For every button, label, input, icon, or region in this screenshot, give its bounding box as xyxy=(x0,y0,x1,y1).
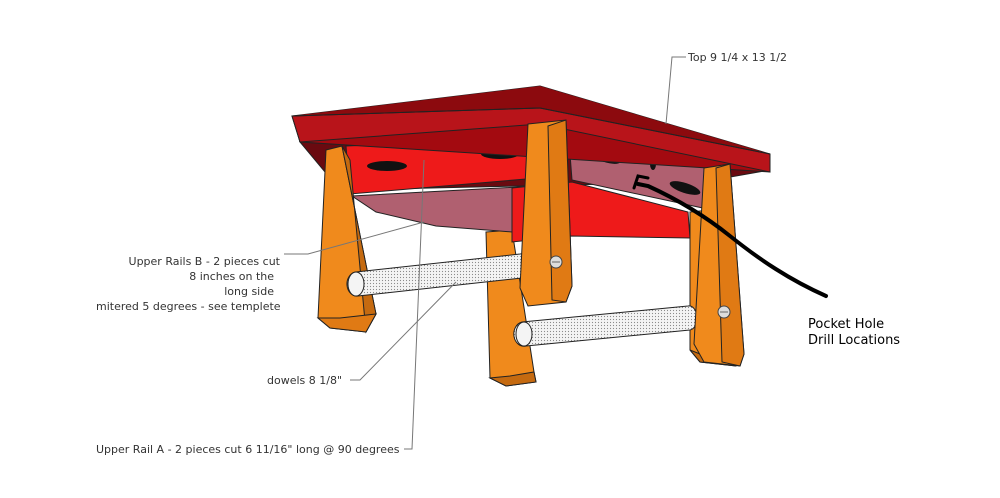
label-rail-a: Upper Rail A - 2 pieces cut 6 11/16" lon… xyxy=(96,443,400,456)
front-middle-leg xyxy=(519,119,573,307)
rail-underside xyxy=(350,185,537,233)
leader-lines xyxy=(284,56,686,450)
label-rails-b-line-3: long side xyxy=(224,285,274,298)
label-dowels: dowels 8 1/8" xyxy=(267,374,343,387)
label-rails-b-line-4: mitered 5 degrees - see templete xyxy=(96,300,281,313)
pocket-hole-4 xyxy=(669,181,701,195)
pocket-hole-arrowhead xyxy=(632,174,650,190)
dowel-lower xyxy=(513,305,698,347)
label-rails-b-line-2: 8 inches on the xyxy=(189,270,274,283)
label-pocket-holes: Pocket Hole Drill Locations xyxy=(808,317,900,349)
label-pocket-line-1: Pocket Hole xyxy=(808,317,885,332)
front-right-leg xyxy=(693,163,745,367)
label-pocket-line-2: Drill Locations xyxy=(808,333,901,348)
label-top: Top 9 1/4 x 13 1/2 xyxy=(688,51,787,64)
pocket-hole-1 xyxy=(367,161,407,171)
label-rails-b-line-1: Upper Rails B - 2 pieces cut xyxy=(128,255,280,268)
label-rails-b: Upper Rails B - 2 pieces cut 8 inches on… xyxy=(96,254,281,314)
pocket-hole-arrow xyxy=(636,182,828,298)
